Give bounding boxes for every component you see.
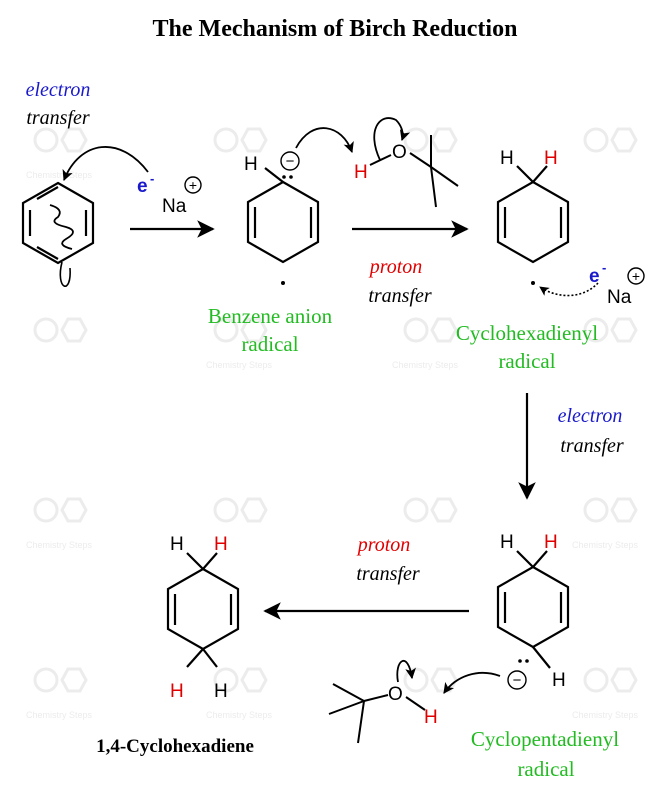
svg-text:proton: proton — [356, 534, 411, 556]
svg-text:electron: electron — [26, 79, 91, 101]
radical-dot — [281, 281, 285, 285]
watermark-text: Chemistry Steps — [392, 360, 459, 370]
curved-arrow — [539, 282, 599, 297]
lone-pair-dot — [525, 659, 529, 663]
watermarks: Chemistry Steps Chemistry Steps Chemistr… — [26, 127, 639, 720]
label-proton-transfer-1: proton transfer — [368, 256, 432, 307]
tert-butanol-2: O H — [328, 683, 438, 744]
hydrogen-atom-new: H — [544, 532, 558, 553]
watermark-text: Chemistry Steps — [26, 540, 93, 550]
svg-text:O: O — [388, 684, 403, 705]
svg-text:radical: radical — [241, 332, 298, 356]
page-title: The Mechanism of Birch Reduction — [153, 16, 518, 42]
svg-text:radical: radical — [517, 757, 574, 781]
curved-arrow — [396, 660, 416, 683]
hydrogen-atom: H — [500, 148, 514, 169]
svg-text:e: e — [137, 176, 148, 197]
hydrogen-atom-new: H — [214, 534, 228, 555]
svg-text:e: e — [589, 266, 600, 287]
svg-text:radical: radical — [498, 349, 555, 373]
cyclohexadienyl-radical-label: Cyclohexadienyl — [456, 321, 598, 345]
svg-text:Na: Na — [607, 287, 632, 308]
hydrogen-atom: H — [170, 534, 184, 555]
lone-pair-dot — [518, 659, 522, 663]
watermark-text: Chemistry Steps — [572, 540, 639, 550]
svg-text:-: - — [150, 171, 154, 186]
tert-butanol-1: H O — [354, 135, 459, 208]
svg-text:transfer: transfer — [356, 563, 420, 585]
svg-text:−: − — [286, 153, 295, 170]
svg-text:−: − — [513, 672, 522, 689]
curved-arrow — [62, 146, 149, 182]
svg-text:proton: proton — [368, 256, 423, 278]
hydrogen-atom: H — [214, 681, 228, 702]
svg-text:transfer: transfer — [368, 285, 432, 307]
cyclohexadienyl-radical — [496, 165, 570, 264]
watermark-text: Chemistry Steps — [572, 710, 639, 720]
lone-pair-dot — [289, 175, 293, 179]
lone-pair-dot — [282, 175, 286, 179]
benzene-anion-radical-label: Benzene anion — [208, 304, 333, 328]
svg-text:-: - — [602, 260, 606, 275]
label-electron-transfer-1: electron transfer — [26, 79, 91, 129]
cyclohexadienyl-anion — [496, 550, 570, 669]
curved-arrow — [443, 672, 501, 694]
svg-text:+: + — [189, 177, 197, 193]
hydrogen-atom: H — [500, 532, 514, 553]
product-label: 1,4-Cyclohexadiene — [96, 736, 254, 757]
watermark-text: Chemistry Steps — [206, 710, 273, 720]
watermark-text: Chemistry Steps — [26, 710, 93, 720]
radical-dot — [531, 281, 535, 285]
cyclohexadiene-product — [166, 552, 240, 668]
svg-text:O: O — [392, 142, 407, 163]
hydrogen-atom-new: H — [544, 148, 558, 169]
svg-text:Na: Na — [162, 196, 187, 217]
sodium-electron-2: e - Na + — [589, 260, 645, 308]
svg-text:transfer: transfer — [560, 435, 624, 457]
negative-charge-icon — [507, 670, 527, 690]
svg-text:H: H — [424, 707, 438, 728]
label-proton-transfer-2: proton transfer — [356, 534, 420, 585]
curved-arrow — [59, 261, 71, 288]
cyclopentadienyl-radical-label: Cyclopentadienyl — [471, 727, 619, 751]
svg-text:+: + — [632, 268, 640, 284]
sodium-electron-1: e - Na + — [137, 171, 202, 217]
benzene-molecule — [21, 181, 95, 265]
svg-text:transfer: transfer — [26, 107, 90, 129]
hydrogen-atom-new: H — [170, 681, 184, 702]
benzene-anion-radical — [246, 167, 320, 264]
svg-text:H: H — [354, 162, 368, 183]
negative-charge-icon — [280, 151, 300, 171]
label-electron-transfer-2: electron transfer — [558, 405, 624, 457]
svg-text:electron: electron — [558, 405, 623, 427]
hydrogen-atom: H — [244, 154, 258, 175]
curved-arrow — [295, 127, 354, 154]
watermark-text: Chemistry Steps — [26, 170, 93, 180]
hydrogen-atom: H — [552, 670, 566, 691]
curved-arrow — [373, 117, 411, 161]
watermark-text: Chemistry Steps — [206, 360, 273, 370]
